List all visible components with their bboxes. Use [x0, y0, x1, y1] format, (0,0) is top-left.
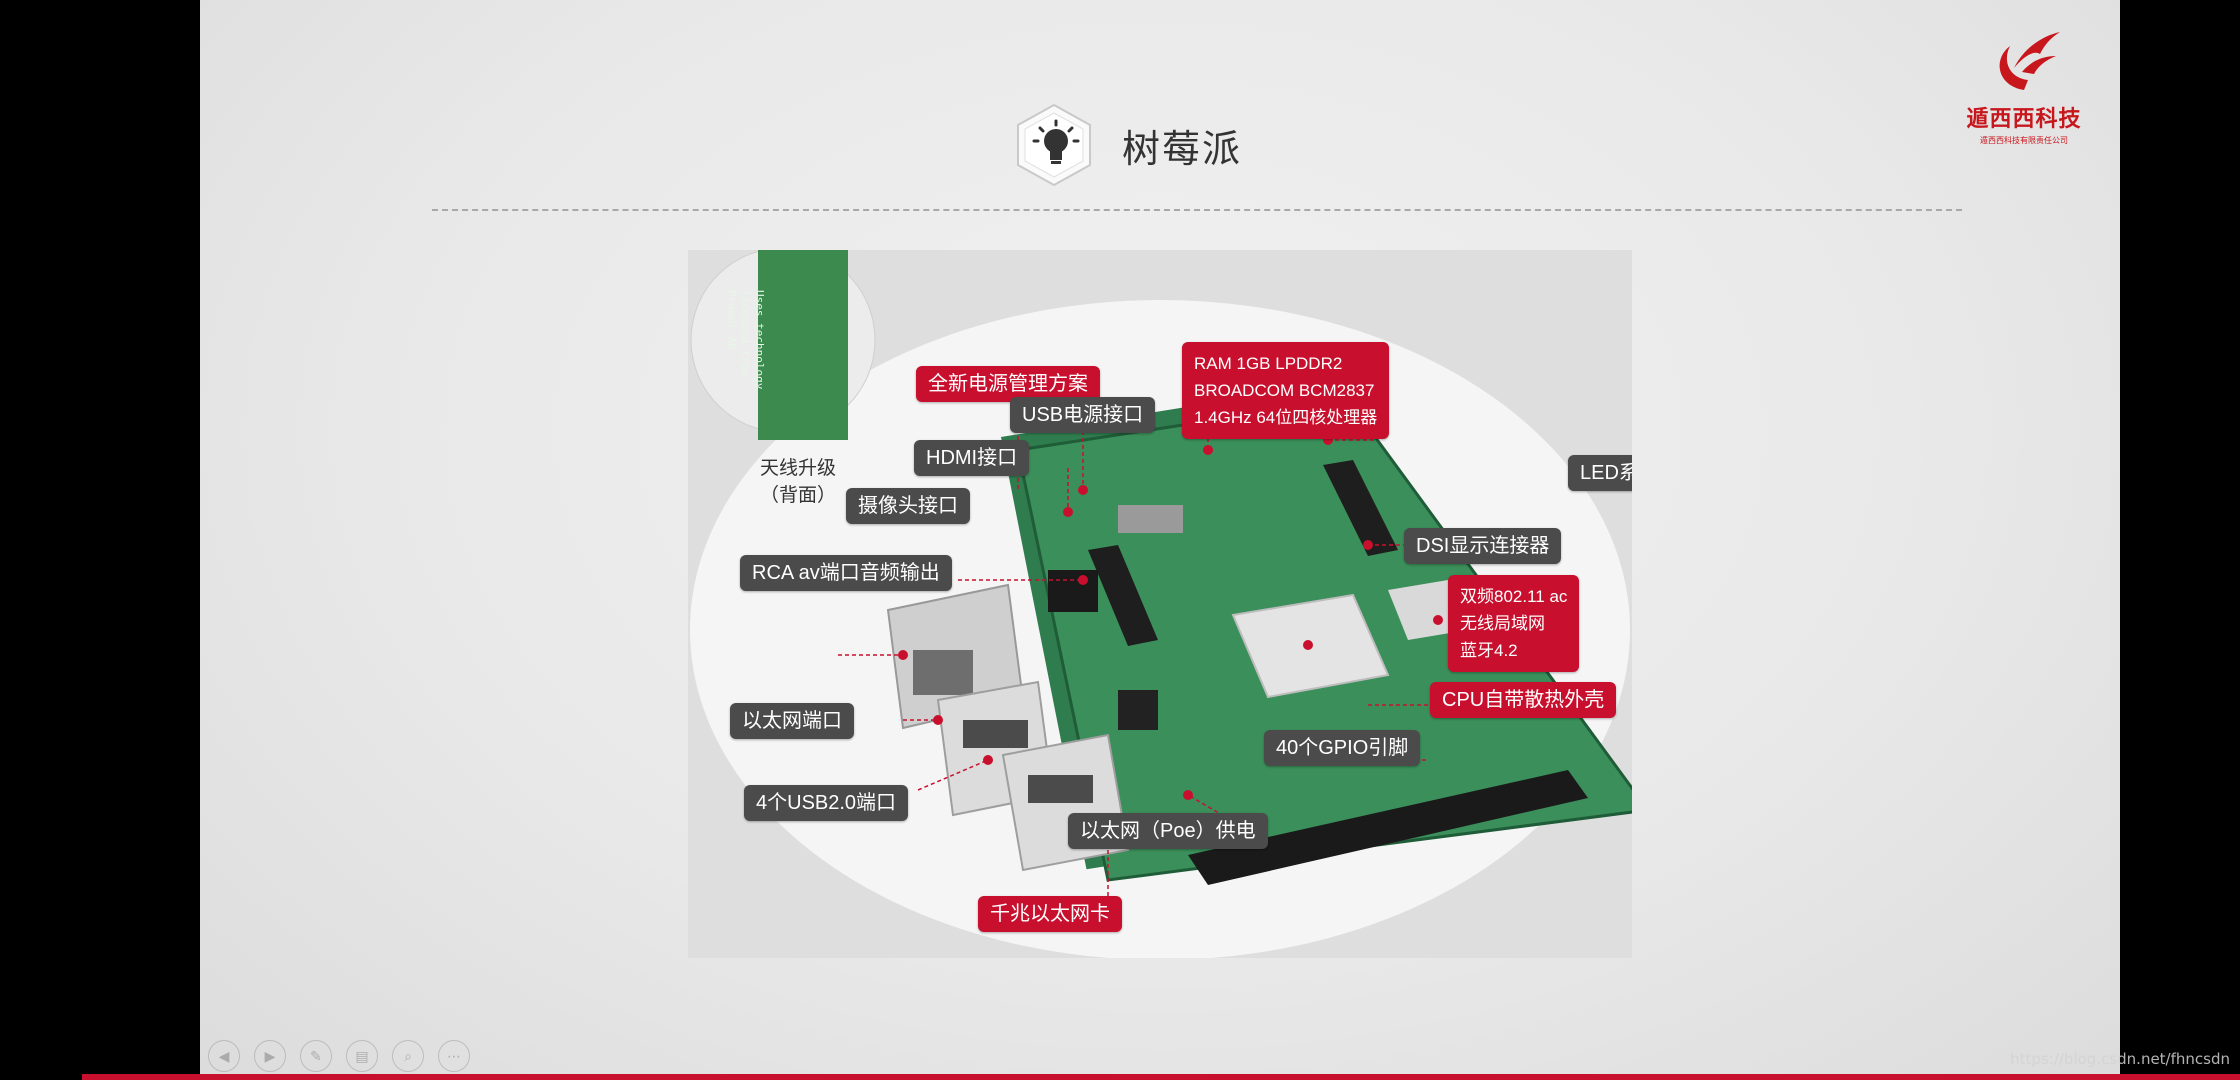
wing-logo-icon — [1999, 32, 2060, 90]
page-icon[interactable]: ▤ — [346, 1040, 378, 1072]
callout-power-mgmt: 全新电源管理方案 — [916, 366, 1100, 402]
presentation-controls: ◀ ▶ ✎ ▤ ⌕ ⋯ — [208, 1040, 470, 1072]
chip-text-line: Proant AB — [725, 290, 738, 350]
callout-cpu-heatsink: CPU自带散热外壳 — [1430, 682, 1617, 718]
bluetooth-line: 蓝牙4.2 — [1460, 641, 1518, 660]
soc-line: BROADCOM BCM2837 — [1194, 381, 1375, 400]
callout-gpio: 40个GPIO引脚 — [1264, 730, 1421, 766]
title-area: 树莓派 — [1010, 95, 1242, 195]
wifi-line: 无线局域网 — [1460, 614, 1545, 633]
wifi-line: 双频802.11 ac — [1460, 587, 1568, 606]
logo-tagline: 遁西西科技有限责任公司 — [1980, 136, 2068, 145]
page-title: 树莓派 — [1122, 128, 1243, 171]
company-logo: 遁西西科技 遁西西科技有限责任公司 — [1958, 28, 2090, 148]
callout-dsi: DSI显示连接器 — [1404, 528, 1562, 564]
callout-ram-cpu: RAM 1GB LPDDR2 BROADCOM BCM2837 1.4GHz 6… — [1182, 342, 1390, 439]
slide: 树莓派 遁西西科技 遁西西科技有限责任公司 — [200, 0, 2120, 1080]
callout-gigabit: 千兆以太网卡 — [978, 896, 1122, 932]
more-icon[interactable]: ⋯ — [438, 1040, 470, 1072]
source-watermark: https://blog.csdn.net/fhncsdn — [2010, 1050, 2230, 1068]
callout-hdmi: HDMI接口 — [914, 440, 1030, 476]
callout-poe: 以太网（Poe）供电 — [1068, 813, 1268, 849]
logo-name: 遁西西科技 — [1966, 106, 2082, 131]
title-divider — [432, 209, 1962, 211]
next-icon[interactable]: ▶ — [254, 1040, 286, 1072]
antenna-chip-text: Uses technology licensed from Proant AB — [724, 290, 766, 389]
prev-icon[interactable]: ◀ — [208, 1040, 240, 1072]
slide-progress-bar — [82, 1074, 2240, 1080]
antenna-upgrade-label: 天线升级 （背面） — [748, 455, 848, 509]
callout-rca-audio: RCA av端口音频输出 — [740, 555, 952, 591]
callout-usb-power: USB电源接口 — [1010, 397, 1156, 433]
zoom-icon[interactable]: ⌕ — [392, 1040, 424, 1072]
cpu-line: 1.4GHz 64位四核处理器 — [1194, 408, 1378, 427]
inset-label-line: （背面） — [759, 485, 836, 506]
lightbulb-icon — [1010, 101, 1098, 189]
callout-ethernet-port: 以太网端口 — [730, 703, 854, 739]
chip-text-line: licensed from — [739, 290, 752, 377]
inset-label-line: 天线升级 — [759, 458, 836, 479]
callout-camera: 摄像头接口 — [846, 488, 970, 524]
board-photo: Uses technology licensed from Proant AB … — [688, 250, 1632, 958]
callout-wifi-bt: 双频802.11 ac 无线局域网 蓝牙4.2 — [1448, 575, 1580, 672]
chip-text-line: Uses technology — [753, 290, 766, 390]
callout-led: LED系统指示灯 — [1568, 455, 1632, 491]
pen-icon[interactable]: ✎ — [300, 1040, 332, 1072]
callout-usb2-ports: 4个USB2.0端口 — [744, 785, 909, 821]
ram-line: RAM 1GB LPDDR2 — [1194, 354, 1343, 373]
